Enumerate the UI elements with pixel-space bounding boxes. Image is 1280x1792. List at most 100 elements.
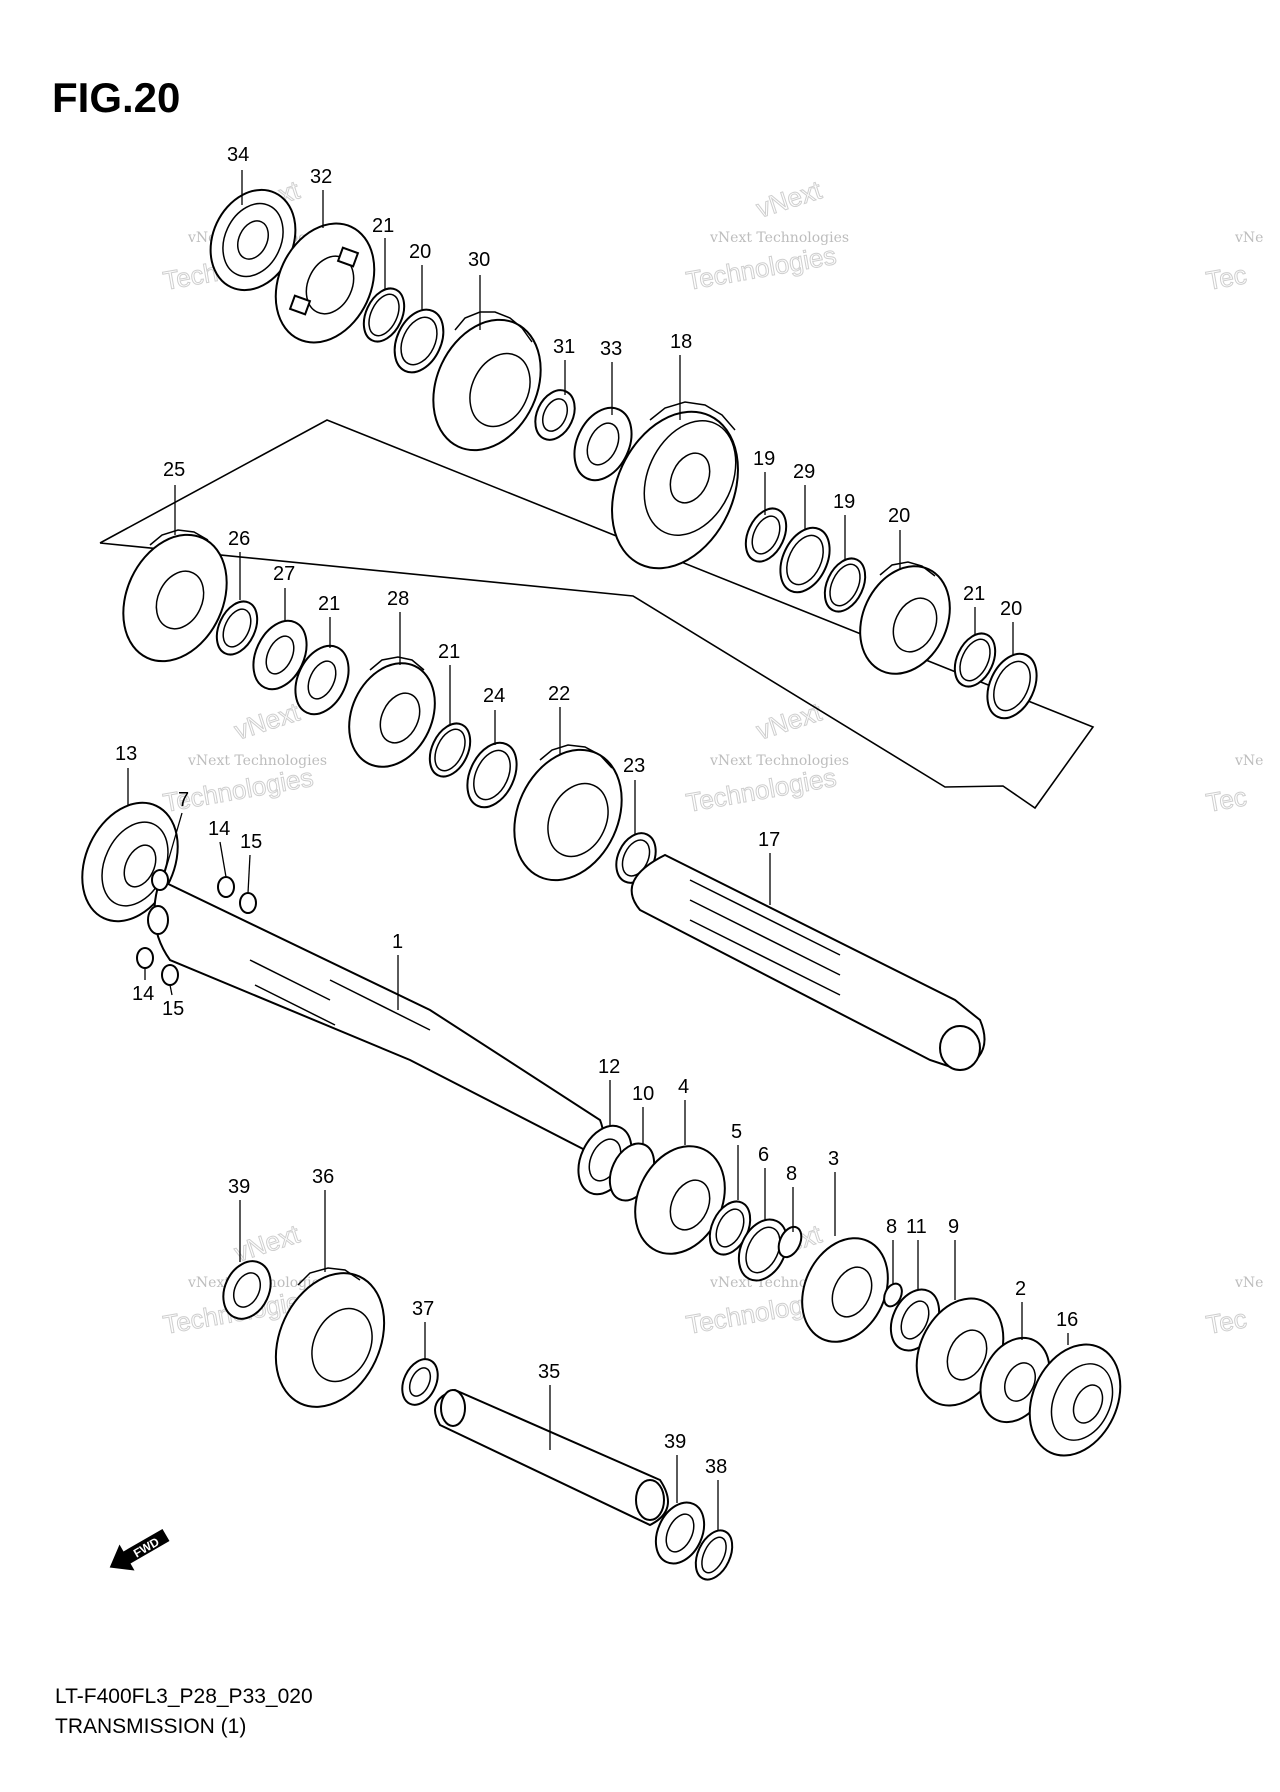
watermark-edge-large: Tec xyxy=(1204,781,1249,818)
watermark-large: Technologies xyxy=(684,762,839,818)
callout-21: 21 xyxy=(372,215,394,237)
part-17-countershaft xyxy=(630,853,986,1072)
callout-4: 4 xyxy=(678,1076,689,1098)
callout-35: 35 xyxy=(538,1361,560,1383)
part-24-washer xyxy=(466,741,518,809)
callout-labels: 34 32 21 20 30 31 33 18 25 19 26 27 29 1… xyxy=(115,144,1078,1478)
callout-15: 15 xyxy=(240,831,262,853)
part-8-circlip xyxy=(777,1225,803,1259)
callout-1: 1 xyxy=(392,931,403,953)
watermark-small: vNext Technologies xyxy=(187,753,327,769)
callout-32: 32 xyxy=(310,166,332,188)
figure-title: FIG.20 xyxy=(52,74,180,121)
part-5-bushing xyxy=(708,1200,752,1256)
part-21-circlip xyxy=(428,722,472,778)
part-15-bolt xyxy=(239,892,257,914)
callout-31: 31 xyxy=(553,336,575,358)
callout-20: 20 xyxy=(409,241,431,263)
callout-14: 14 xyxy=(208,818,230,840)
watermark-edge-large: Tec xyxy=(1204,259,1249,296)
figure-name: TRANSMISSION (1) xyxy=(55,1715,246,1738)
watermark-small: vNext Technologies xyxy=(709,230,849,246)
callout-8: 8 xyxy=(786,1163,797,1185)
callout-8: 8 xyxy=(886,1216,897,1238)
callout-30: 30 xyxy=(468,249,490,271)
leader-lines xyxy=(127,170,1069,1530)
watermark-large: Technologies xyxy=(684,240,839,296)
callout-13: 13 xyxy=(115,743,137,765)
callout-26: 27 xyxy=(273,563,295,585)
part-28-gear xyxy=(859,561,951,675)
part-36-gear xyxy=(274,1267,386,1408)
part-18-gear xyxy=(611,401,739,570)
part-32-hub xyxy=(274,222,376,344)
part-33-lockwasher xyxy=(573,406,633,482)
callout-21: 21 xyxy=(438,641,460,663)
callout-24: 24 xyxy=(483,685,505,707)
callout-10: 10 xyxy=(632,1083,654,1105)
part-39-washer xyxy=(222,1260,272,1320)
callout-7: 7 xyxy=(178,789,189,811)
part-19-bushing xyxy=(215,600,259,656)
callout-22: 22 xyxy=(548,683,570,705)
callout-33: 33 xyxy=(600,338,622,360)
callout-20: 20 xyxy=(1000,598,1022,620)
callout-27: 21 xyxy=(318,593,340,615)
callout-37: 37 xyxy=(412,1298,434,1320)
part-13-bearing xyxy=(81,801,179,923)
watermark: vNext vNext Technologies Technologies xyxy=(683,174,849,297)
part-20-washer xyxy=(986,652,1038,720)
part-14-washer xyxy=(136,947,154,969)
callout-19: 19 xyxy=(753,448,775,470)
part-20-washer xyxy=(779,526,831,594)
part-39-washer xyxy=(654,1501,706,1565)
callout-17: 17 xyxy=(758,829,780,851)
callout-21: 21 xyxy=(963,583,985,605)
callout-25: 25 xyxy=(163,459,185,481)
callout-29: 28 xyxy=(387,588,409,610)
part-16-bearing xyxy=(1028,1343,1122,1457)
part-22-gear xyxy=(513,744,623,882)
callout-18: 18 xyxy=(670,331,692,353)
fwd-arrow-icon: FWD xyxy=(109,1528,170,1571)
callout-12: 12 xyxy=(598,1056,620,1078)
part-8-circlip xyxy=(883,1282,903,1308)
watermark-edge-small: vNe xyxy=(1234,1275,1263,1291)
part-15-bolt xyxy=(161,964,179,986)
part-7-pin xyxy=(151,869,169,891)
part-31-bushing xyxy=(534,389,576,441)
part-6-washer xyxy=(737,1218,789,1282)
callout-39: 39 xyxy=(664,1431,686,1453)
callout-15: 15 xyxy=(162,998,184,1020)
watermark: vNext vNext Technologies Technologies xyxy=(683,696,849,819)
part-35-shaft xyxy=(434,1388,669,1527)
part-1-mainshaft xyxy=(147,878,604,1152)
part-29-gear xyxy=(348,656,436,768)
callout-5: 5 xyxy=(731,1121,742,1143)
watermark-top: vNext xyxy=(231,696,304,745)
callout-23: 23 xyxy=(623,755,645,777)
part-3-gear xyxy=(801,1237,889,1343)
part-19-bushing xyxy=(744,507,788,563)
callout-28: 20 xyxy=(888,505,910,527)
part-21-circlip xyxy=(953,632,997,688)
callout-9: 9 xyxy=(948,1216,959,1238)
watermark-top: vNext xyxy=(231,1218,304,1267)
callout-36: 36 xyxy=(312,1166,334,1188)
callout-20: 29 xyxy=(793,461,815,483)
callout-14: 14 xyxy=(132,983,154,1005)
subassembly-frame xyxy=(99,419,1095,810)
callout-16: 16 xyxy=(1056,1309,1078,1331)
callout-19: 26 xyxy=(228,528,250,550)
part-14-washer xyxy=(217,876,235,898)
figure-code: LT-F400FL3_P28_P33_020 xyxy=(55,1685,313,1708)
callout-39: 39 xyxy=(228,1176,250,1198)
callout-38: 38 xyxy=(705,1456,727,1478)
watermark-top: vNext xyxy=(753,696,826,745)
part-27-lockwasher xyxy=(294,644,350,716)
watermark-top: vNext xyxy=(753,174,826,223)
part-30-gear xyxy=(432,311,542,452)
part-37-needle-bearing xyxy=(401,1358,439,1406)
part-21-circlip xyxy=(823,557,867,613)
